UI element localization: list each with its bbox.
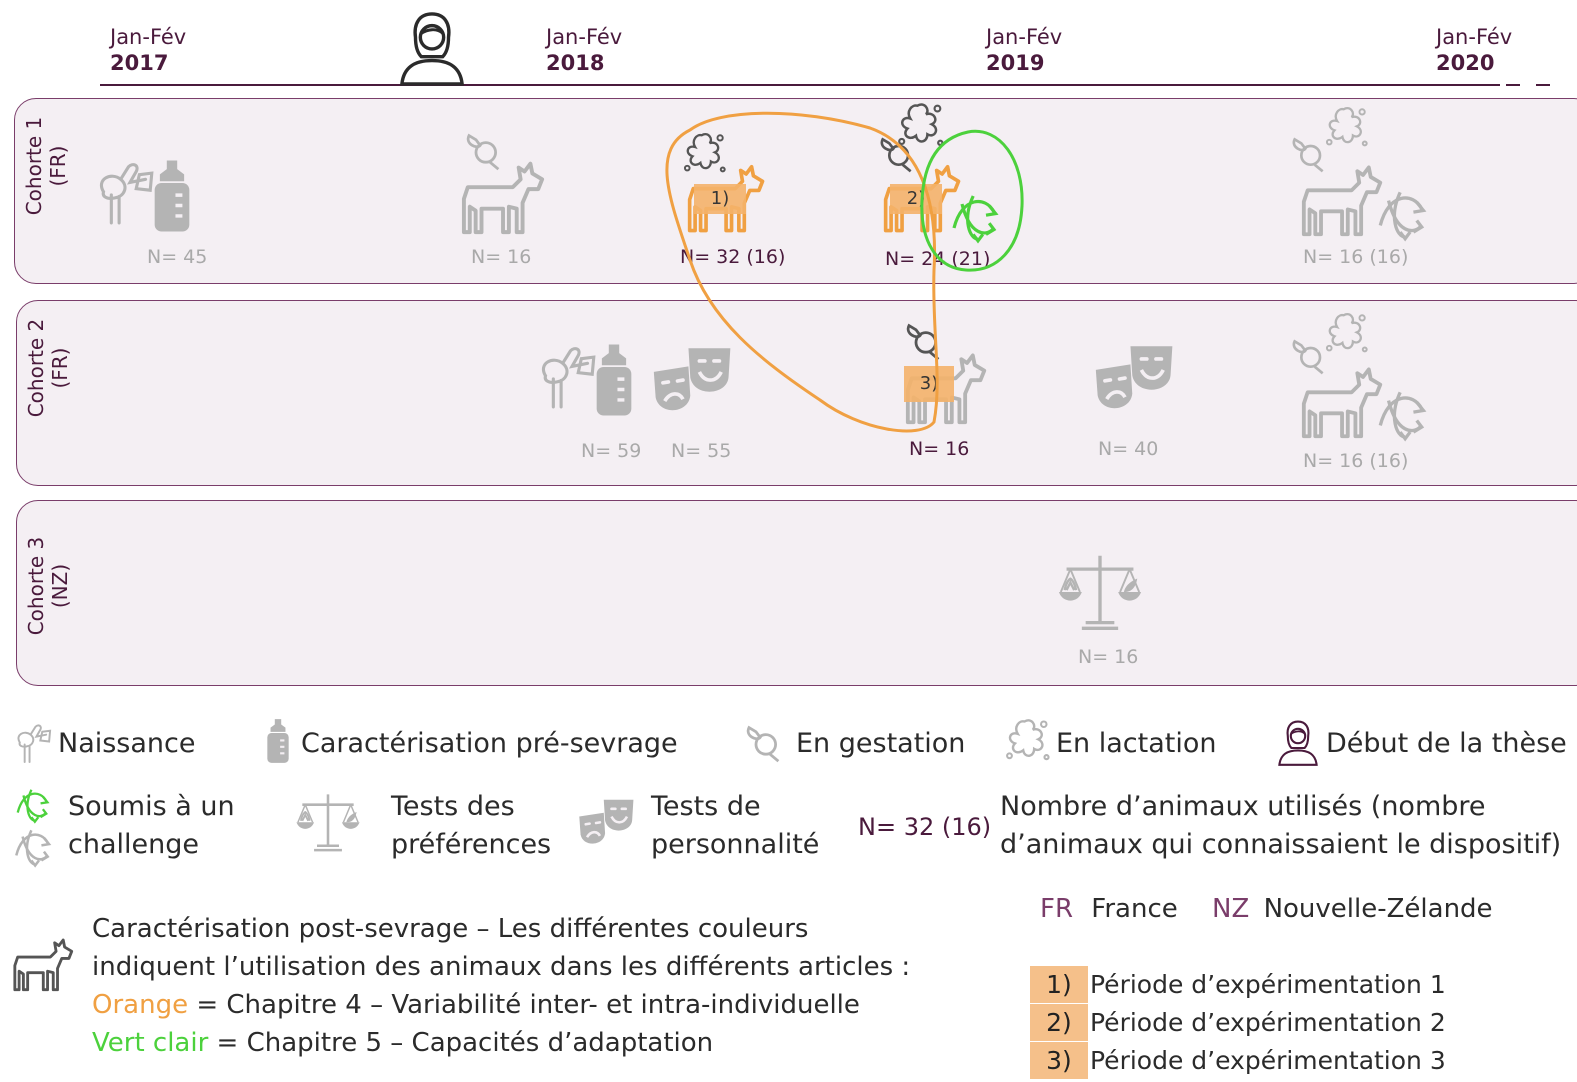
legend-orange-rest: = Chapitre 4 – Variabilité inter- et int… bbox=[188, 990, 860, 1020]
legend-pre-sevrage: Caractérisation pré-sevrage bbox=[301, 728, 678, 759]
timeline-tick-2018: Jan-Fév 2018 bbox=[546, 24, 622, 76]
legend-green-rest: = Chapitre 5 – Capacités d’adaptation bbox=[208, 1028, 714, 1058]
legend-pref-line1: Tests des bbox=[391, 791, 515, 822]
count-c2-period3: N= 16 bbox=[909, 438, 970, 460]
legend-pref-line2: préférences bbox=[391, 829, 552, 860]
legend-challenge-line1: Soumis à un bbox=[68, 791, 235, 822]
tick-year: 2017 bbox=[110, 51, 169, 75]
legend-challenge-line2: challenge bbox=[68, 829, 199, 860]
bottle-icon bbox=[262, 714, 294, 768]
timeline-axis-dash bbox=[1536, 84, 1550, 86]
legend-nz-name: Nouvelle-Zélande bbox=[1263, 894, 1493, 924]
timeline-tick-2020: Jan-Fév 2020 bbox=[1436, 24, 1512, 76]
scale-icon bbox=[292, 790, 364, 856]
legend-fr-name: France bbox=[1091, 894, 1178, 924]
tick-year: 2018 bbox=[546, 51, 605, 75]
period-2-label: Période d’expérimentation 2 bbox=[1090, 1008, 1446, 1037]
legend-nz-code: NZ bbox=[1212, 894, 1250, 924]
legend-orange-line: Orange = Chapitre 4 – Variabilité inter-… bbox=[92, 988, 860, 1022]
period-badge-1: 1) bbox=[694, 184, 746, 214]
tick-month: Jan-Fév bbox=[546, 25, 623, 49]
period-2-num: 2) bbox=[1030, 1004, 1088, 1041]
period-badge-2: 2) bbox=[890, 184, 942, 214]
challenge-arrows-icon bbox=[6, 784, 58, 824]
legend-n-example: N= 32 (16) bbox=[858, 813, 992, 841]
count-c1-period1: N= 32 (16) bbox=[680, 246, 786, 268]
period-3-label: Période d’expérimentation 3 bbox=[1090, 1046, 1446, 1075]
count-c2-2020: N= 16 (16) bbox=[1303, 450, 1409, 472]
legend-pers-line2: personnalité bbox=[651, 829, 820, 860]
timeline-tick-2019: Jan-Fév 2019 bbox=[986, 24, 1062, 76]
timeline-tick-2017: Jan-Fév 2017 bbox=[110, 24, 186, 76]
legend-n-desc-line2: d’animaux qui connaissaient le dispositi… bbox=[1000, 829, 1562, 860]
pacifier-icon bbox=[742, 722, 784, 764]
count-c2-personality-2: N= 40 bbox=[1098, 438, 1159, 460]
count-c1-birth: N= 45 bbox=[147, 246, 208, 268]
count-c3-preference: N= 16 bbox=[1078, 646, 1139, 668]
splash-icon bbox=[1004, 716, 1052, 764]
legend-lactation: En lactation bbox=[1056, 728, 1217, 759]
tick-month: Jan-Fév bbox=[986, 25, 1063, 49]
masks-icon bbox=[578, 796, 636, 850]
period-3-num: 3) bbox=[1030, 1042, 1088, 1079]
period-badge-3: 3) bbox=[904, 366, 954, 402]
legend-fr-code: FR bbox=[1040, 894, 1074, 924]
green-loop bbox=[920, 129, 1024, 272]
period-1-label: Période d’expérimentation 1 bbox=[1090, 970, 1446, 999]
tick-month: Jan-Fév bbox=[1436, 25, 1513, 49]
legend-post-line2: indiquent l’utilisation des animaux dans… bbox=[92, 952, 911, 982]
tick-year: 2019 bbox=[986, 51, 1045, 75]
cohort-3-panel bbox=[16, 500, 1577, 686]
legend-n-desc-line1: Nombre d’animaux utilisés (nombre bbox=[1000, 791, 1486, 822]
period-1-num: 1) bbox=[1030, 966, 1088, 1003]
challenge-arrows-icon bbox=[6, 824, 58, 868]
legend-debut-these: Début de la thèse bbox=[1326, 728, 1567, 759]
legend-pers-line1: Tests de bbox=[651, 791, 761, 822]
legend-naissance: Naissance bbox=[58, 728, 196, 759]
count-c2-birth: N= 59 bbox=[581, 440, 642, 462]
count-c1-gestation: N= 16 bbox=[471, 246, 532, 268]
timeline-axis bbox=[100, 84, 1500, 86]
count-c2-personality: N= 55 bbox=[671, 440, 732, 462]
legend-green-word: Vert clair bbox=[92, 1028, 209, 1058]
tick-year: 2020 bbox=[1436, 51, 1495, 75]
tick-month: Jan-Fév bbox=[110, 25, 187, 49]
woman-icon bbox=[1276, 718, 1320, 766]
count-c1-2020: N= 16 (16) bbox=[1303, 246, 1409, 268]
stork-icon bbox=[10, 714, 54, 770]
legend-countries: FR France NZ Nouvelle-Zélande bbox=[1040, 892, 1493, 926]
timeline-axis-dash bbox=[1506, 84, 1520, 86]
goat-icon bbox=[12, 930, 76, 994]
legend-green-line: Vert clair = Chapitre 5 – Capacités d’ad… bbox=[92, 1026, 713, 1060]
legend-orange-word: Orange bbox=[92, 990, 189, 1020]
legend-gestation: En gestation bbox=[796, 728, 966, 759]
orange-loop bbox=[665, 111, 939, 433]
legend-post-line1: Caractérisation post-sevrage – Les diffé… bbox=[92, 914, 809, 944]
